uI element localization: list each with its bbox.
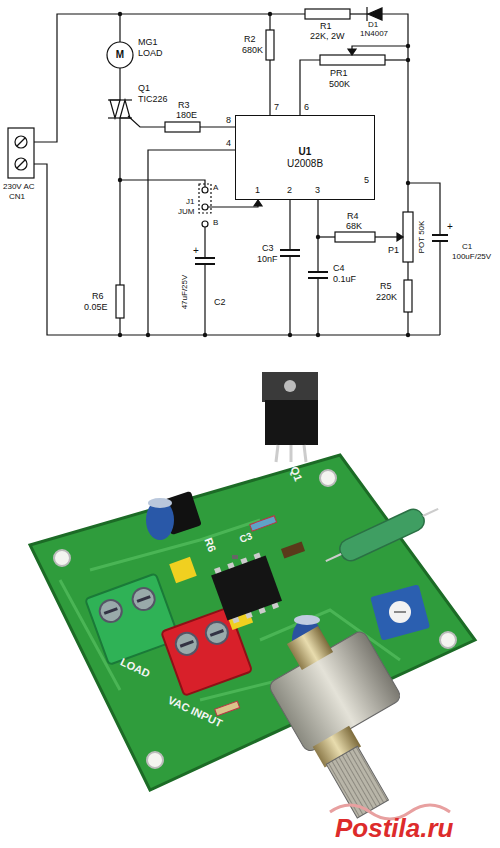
heatsink-tab (262, 372, 318, 402)
part-name: C1 (462, 243, 472, 251)
pin-number: 6 (304, 103, 309, 112)
pin-number: 4 (226, 139, 231, 148)
part-name: R5 (380, 282, 392, 291)
part-name: PR1 (330, 69, 348, 78)
pin-number: 2 (287, 186, 292, 195)
part-name: R6 (92, 292, 104, 301)
part-value: 180E (176, 111, 197, 120)
part-value: LOAD (138, 49, 163, 58)
ic-chip (209, 551, 283, 625)
jumper-pin: B (213, 219, 218, 227)
part-name: R3 (178, 101, 190, 110)
part-value: 10nF (257, 255, 278, 264)
part-name: MG1 (138, 38, 158, 47)
part-value: 0.1uF (333, 275, 356, 284)
part-value: JUM (178, 208, 194, 216)
trimpot (370, 584, 430, 640)
part-value: 100uF/25V (452, 253, 491, 261)
triac (265, 400, 318, 445)
resistor-symbol (266, 30, 274, 60)
schematic-symbols (8, 9, 413, 318)
part-value: 22K, 2W (310, 32, 345, 41)
motor-letter: M (116, 50, 124, 60)
pcb-photo (30, 372, 475, 819)
motor-symbol (107, 42, 133, 68)
part-value: 680K (242, 46, 263, 55)
jumper-pin: A (213, 184, 218, 192)
part-value: 47uF/25V (181, 275, 189, 310)
pin-number: 7 (274, 103, 279, 112)
part-name: R2 (244, 35, 256, 44)
pin-number: 3 (315, 186, 320, 195)
part-name: J1 (186, 198, 194, 206)
part-value: 500K (329, 80, 350, 89)
part-value: 68K (346, 222, 362, 231)
part-value: TIC226 (138, 95, 168, 104)
part-value: 220K (376, 293, 397, 302)
terminal-block (8, 128, 34, 178)
terminal-block (161, 607, 252, 696)
part-name: R4 (347, 212, 359, 221)
part-value: U2008B (287, 158, 323, 170)
part-value: POT 50K (418, 221, 426, 254)
part-name: C2 (214, 298, 226, 307)
part-name: P1 (388, 246, 399, 255)
watermark: Postila.ru (335, 815, 453, 841)
polarity-mark: + (447, 222, 453, 232)
semiconductor-symbols (108, 7, 403, 241)
part-name: C4 (333, 264, 345, 273)
schematic-wires (30, 14, 440, 335)
potentiometer (255, 608, 403, 754)
part-name: R1 (320, 22, 332, 31)
supply-label: 230V AC (3, 183, 35, 191)
terminal-block (85, 573, 179, 664)
polarity-mark: + (193, 246, 199, 256)
part-name: CN1 (9, 193, 25, 201)
junction-dots (118, 12, 410, 337)
part-name: C3 (262, 244, 274, 253)
part-value: 1N4007 (360, 30, 388, 38)
potentiometer-symbol (403, 212, 413, 262)
pin-number: 8 (226, 116, 231, 125)
capacitor-plates (195, 235, 448, 278)
part-value: 0.05E (84, 303, 108, 312)
part-name: Q1 (138, 84, 150, 93)
part-name: U1 (299, 146, 312, 158)
part-name: D1 (368, 21, 378, 29)
pin-number: 5 (364, 176, 369, 185)
power-resistor (337, 506, 428, 564)
pin-number: 1 (255, 186, 260, 195)
